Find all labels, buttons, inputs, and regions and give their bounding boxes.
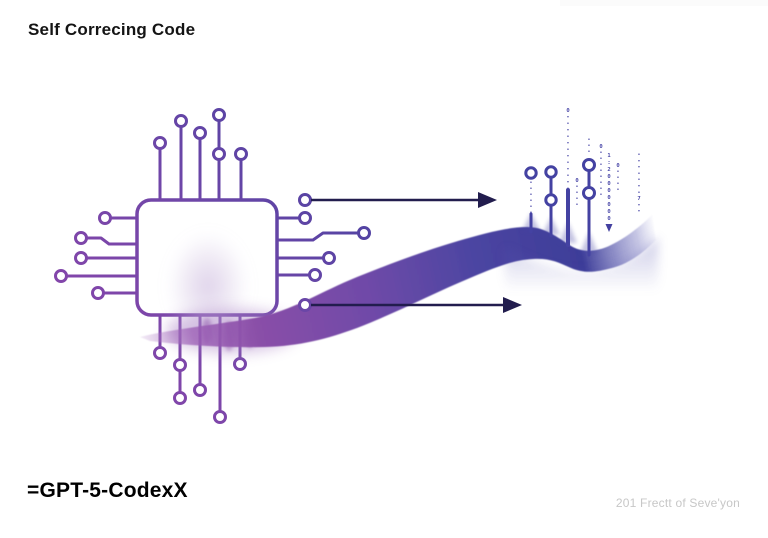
arrowhead-icon <box>503 297 522 313</box>
binary-char: • <box>530 180 533 186</box>
binary-char: • <box>567 173 570 179</box>
binary-char: • <box>530 186 533 192</box>
binary-char: 7 <box>637 196 640 202</box>
binary-char: • <box>617 181 620 187</box>
binary-char: • <box>576 190 579 196</box>
binary-char: • <box>567 141 570 147</box>
binary-char: • <box>638 184 641 190</box>
binary-char: • <box>638 209 641 215</box>
binary-char: • <box>638 152 641 158</box>
binary-char: 0 <box>607 202 610 208</box>
binary-char: • <box>530 204 533 210</box>
tree-node <box>582 158 596 172</box>
binary-char: • <box>617 187 620 193</box>
signal-source-node <box>298 298 312 312</box>
arrowhead-icon <box>478 192 497 208</box>
binary-char: • <box>567 121 570 127</box>
binary-char: • <box>600 168 603 174</box>
binary-char: • <box>638 165 641 171</box>
binary-char: • <box>600 162 603 168</box>
binary-char: • <box>600 180 603 186</box>
binary-char: 2 <box>607 167 610 173</box>
model-label: =GPT-5-CodexX <box>27 479 188 502</box>
binary-char: • <box>638 158 641 164</box>
binary-char: 0 <box>607 181 610 187</box>
top-edge-artifact <box>560 0 768 6</box>
binary-char: • <box>638 171 641 177</box>
binary-char: • <box>600 150 603 156</box>
signal-arrow-top <box>311 192 497 208</box>
binary-char: • <box>530 192 533 198</box>
binary-char: • <box>567 115 570 121</box>
tree-node <box>582 186 596 200</box>
binary-char: • <box>567 147 570 153</box>
binary-char: • <box>567 180 570 186</box>
binary-char: 0 <box>616 163 619 169</box>
binary-char: • <box>600 156 603 162</box>
binary-char: • <box>588 149 591 155</box>
binary-char: • <box>576 184 579 190</box>
binary-char: : <box>607 160 610 166</box>
binary-char: • <box>576 196 579 202</box>
binary-char: • <box>576 202 579 208</box>
binary-char: 0 <box>607 174 610 180</box>
binary-char: 0 <box>607 195 610 201</box>
binary-char: • <box>588 143 591 149</box>
binary-char: • <box>588 137 591 143</box>
binary-char: 1 <box>607 153 611 159</box>
binary-char: 0 <box>566 108 569 114</box>
binary-char: 0 <box>599 144 602 150</box>
signal-source-node <box>298 193 312 207</box>
binary-char: • <box>617 175 620 181</box>
binary-char: • <box>530 198 533 204</box>
chip-pins-right <box>275 216 360 277</box>
binary-char: • <box>638 177 641 183</box>
binary-char: 0 <box>607 209 610 215</box>
signal-arrows <box>298 192 522 313</box>
binary-char: 0 <box>607 216 610 222</box>
chip-pins-top <box>158 119 243 202</box>
wave-icon <box>140 215 658 348</box>
binary-char: • <box>638 202 641 208</box>
page-title: Self Correcing Code <box>28 20 196 39</box>
binary-char: • <box>567 134 570 140</box>
binary-char: • <box>600 174 603 180</box>
binary-char: 0 <box>575 178 578 184</box>
tree-stems <box>529 168 591 257</box>
binary-char: • <box>567 186 570 192</box>
data-trees <box>522 158 613 257</box>
binary-char: • <box>567 128 570 134</box>
wave-ribbon <box>140 215 656 348</box>
binary-char: • <box>567 154 570 160</box>
stream-end-arrow-icon <box>605 224 613 232</box>
wave-shore-fade <box>505 237 658 292</box>
binary-char: • <box>530 210 533 216</box>
tree-node <box>524 166 538 180</box>
signal-arrow-bottom <box>311 297 522 313</box>
tree-node <box>544 165 558 179</box>
binary-char: • <box>638 190 641 196</box>
binary-char: • <box>600 192 603 198</box>
binary-columns: ••••••0••••••••••••0•••••••0••••••••1:20… <box>530 108 641 222</box>
chip-pin-nodes <box>54 108 371 424</box>
binary-char: 0 <box>607 188 610 194</box>
binary-char: • <box>567 167 570 173</box>
binary-char: • <box>567 160 570 166</box>
chip-pins-left <box>64 216 139 295</box>
footer-caption: 201 Frectt of Seve'yon <box>615 496 740 510</box>
tree-node <box>544 193 558 207</box>
binary-char: • <box>600 186 603 192</box>
binary-char: • <box>617 169 620 175</box>
